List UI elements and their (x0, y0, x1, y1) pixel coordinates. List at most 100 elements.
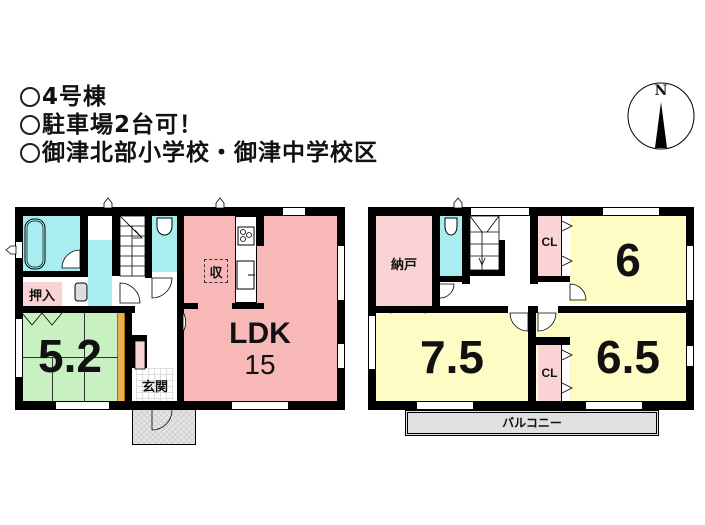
oshiire-storage (22, 282, 62, 306)
door-icon (182, 310, 187, 334)
entrance-floor (136, 368, 174, 402)
ldk-room (183, 216, 337, 402)
wall (184, 303, 198, 309)
door-icon (509, 312, 529, 332)
headline-school: 御津北部小学校・御津中学校区 (20, 140, 378, 166)
wall (432, 216, 440, 313)
window (15, 318, 23, 378)
tatami-line (84, 313, 85, 401)
nando-storage (376, 216, 432, 306)
stairs-2f (469, 215, 500, 271)
bullet-circle-icon (20, 115, 40, 135)
balcony (405, 410, 659, 436)
closet-2-door-strip (561, 345, 569, 401)
window (602, 207, 660, 216)
floor-2-plan: 納戸 CL CL 6 7.5 6.5 バルコニー (368, 197, 694, 436)
kitchen-storage-box (204, 259, 228, 283)
room-label-oshiire: 押入 (28, 289, 55, 304)
bullet-circle-icon (20, 143, 40, 163)
wall (125, 313, 132, 401)
window (416, 401, 474, 410)
door-icon (439, 283, 455, 299)
wall (337, 207, 345, 410)
room-label-entrance: 玄関 (141, 380, 168, 395)
room-label-closet-2: CL (541, 366, 558, 380)
headline-text: 駐車場2台可！ (42, 112, 204, 138)
window (686, 245, 694, 301)
tatami-line (52, 357, 53, 401)
wall (145, 216, 152, 278)
door-icon (119, 282, 141, 304)
room-label-ldk: LDK (229, 317, 291, 350)
kitchen-sink-icon (236, 260, 255, 290)
hallway-2f (440, 284, 530, 306)
bullet-circle-icon (20, 87, 40, 107)
headline-building: 4号棟 (20, 84, 107, 110)
bedroom-6 (570, 216, 686, 304)
closet-1 (538, 216, 561, 276)
door-icon (61, 249, 81, 269)
closet-door-icon (385, 305, 431, 314)
door-opening (538, 306, 558, 313)
wall (536, 337, 570, 345)
wall (80, 216, 88, 276)
wall (530, 276, 570, 282)
headline-parking: 駐車場2台可！ (20, 112, 203, 138)
room-label-bedroom-7-5: 7.5 (420, 331, 484, 383)
vent-icon (103, 197, 113, 209)
compass-north-icon (627, 82, 695, 150)
closet-door-icon (561, 220, 573, 267)
window (585, 401, 643, 410)
wall (15, 271, 88, 277)
headline-text: 4号棟 (42, 84, 108, 110)
window (368, 315, 376, 370)
stove-icon (237, 226, 255, 246)
vent-icon (5, 245, 17, 255)
bedroom-7-5 (376, 313, 528, 401)
room-label-nando: 納戸 (390, 258, 417, 273)
wall (440, 276, 462, 282)
vent-icon (453, 197, 463, 209)
room-label-kitchen-storage: 収 (209, 266, 223, 281)
wall (470, 270, 505, 276)
door-icon (569, 283, 587, 301)
window (231, 401, 289, 410)
toilet-icon (444, 217, 458, 236)
wall (177, 216, 184, 402)
window (337, 245, 345, 301)
closet-1-door-strip (561, 216, 570, 276)
wall (530, 216, 538, 284)
wall (15, 207, 345, 216)
wall (462, 216, 470, 284)
door-icon (537, 312, 557, 332)
room-label-ldk-size: 15 (244, 349, 276, 380)
vent-icon (215, 197, 225, 209)
room-label-closet-1: CL (541, 235, 558, 249)
window (55, 401, 110, 410)
closet-door-icon (21, 312, 63, 326)
wall (15, 306, 135, 313)
wall (528, 306, 536, 410)
wall (15, 401, 345, 410)
sink-icon (74, 282, 88, 302)
stair-window (470, 207, 530, 216)
room-label-bedroom-6-5: 6.5 (596, 331, 660, 383)
bathtub-icon (24, 218, 46, 270)
shoe-cabinet-icon (134, 340, 146, 370)
door-opening (508, 306, 528, 313)
door-icon (151, 277, 173, 299)
wall (368, 207, 694, 216)
room-label-bedroom-6: 6 (615, 234, 641, 286)
floor-1-plan: 押入 5.2 玄関 収 LDK 15 (0, 0, 350, 450)
headline-text: 御津北部小学校・御津中学校区 (42, 140, 378, 166)
window (282, 207, 306, 216)
room-label-balcony: バルコニー (502, 416, 562, 430)
window (337, 343, 345, 369)
window (686, 345, 694, 367)
room-label-japanese: 5.2 (38, 330, 102, 382)
closet-2 (538, 345, 561, 401)
tatami-line (22, 357, 118, 358)
door-icon (151, 409, 173, 431)
wall (232, 303, 264, 309)
compass-label: N (654, 83, 668, 99)
